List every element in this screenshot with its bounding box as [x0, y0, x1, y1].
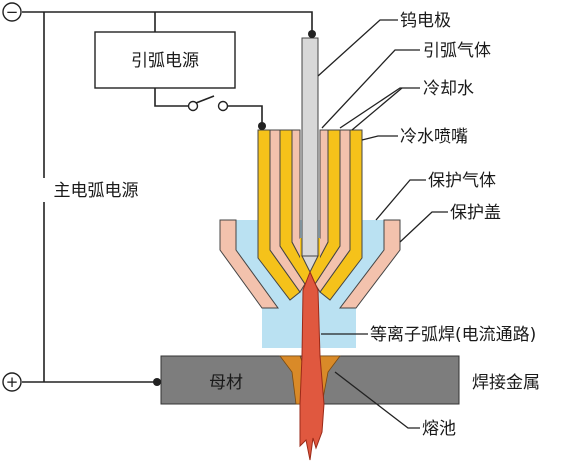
shield-cap-left [219, 219, 279, 309]
plasma-arc-column [299, 270, 325, 461]
label-plasma-arc: 等离子弧焊(电流通路) [370, 325, 536, 345]
pilot-switch [187, 95, 229, 112]
electrode-junction [308, 30, 316, 38]
shield-cap-right [338, 219, 401, 309]
main-arc-supply-label: 主电弧电源 [54, 181, 139, 201]
negative-terminal [2, 2, 22, 22]
pilot-arc-supply-box [94, 31, 236, 89]
positive-terminal-symbol: + [6, 373, 19, 391]
label-cooling-water: 冷却水 [423, 79, 474, 99]
base-metal-junction [153, 378, 161, 386]
tungsten-electrode [301, 37, 319, 257]
electrode-tip [301, 255, 319, 274]
cooled-nozzle [257, 129, 363, 301]
label-workpiece-metal: 焊接金属 [472, 373, 540, 393]
nozzle-junction [258, 122, 266, 130]
wire-negative [22, 11, 313, 38]
base-metal-label: 母材 [209, 373, 243, 393]
pilot-arc-supply-label: 引弧电源 [131, 51, 199, 71]
negative-terminal-symbol: − [6, 3, 19, 21]
label-pilot-gas: 引弧气体 [423, 41, 491, 61]
label-shield-cap: 保护盖 [450, 203, 501, 223]
positive-terminal [2, 372, 22, 392]
label-tungsten-electrode: 钨电极 [400, 11, 451, 31]
leader-lines [317, 19, 448, 429]
label-weld-pool: 熔池 [422, 419, 456, 439]
label-shielding-gas: 保护气体 [428, 171, 496, 191]
label-cooled-nozzle: 冷水喷嘴 [400, 127, 468, 147]
